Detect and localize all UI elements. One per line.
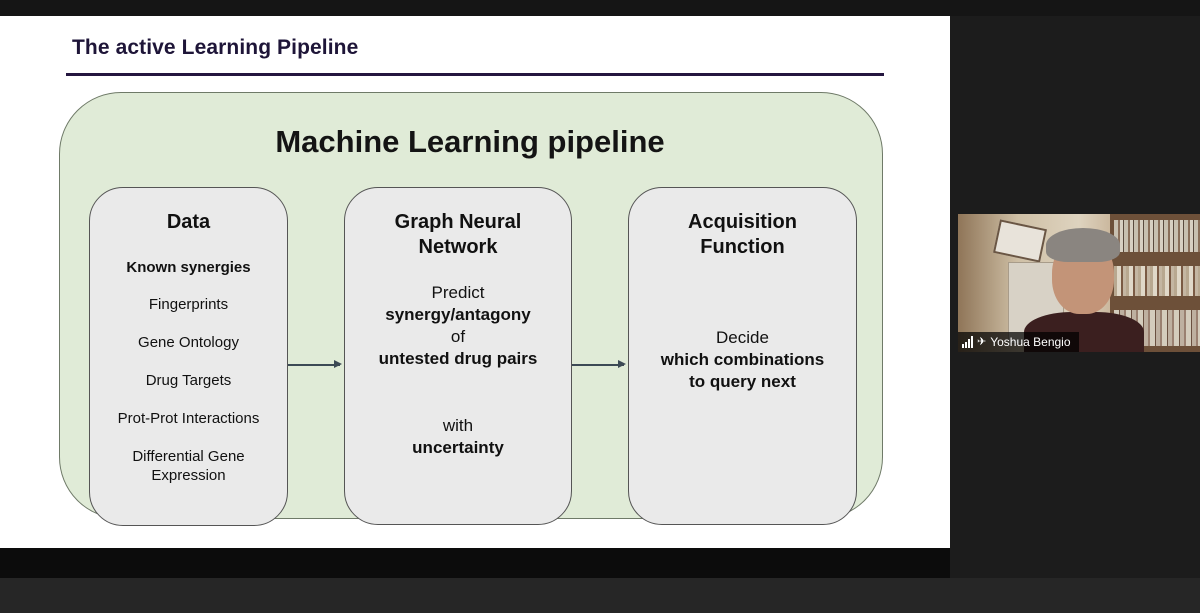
video-books-top: [1114, 220, 1200, 252]
data-item-gene-ontology: Gene Ontology: [138, 334, 239, 351]
gnn-line-with: with: [442, 416, 474, 435]
meeting-bottom-bar: [0, 578, 1200, 613]
stage-acquisition: Acquisition Function Decide which combin…: [628, 187, 857, 525]
stage-acq-heading-2: Function: [700, 236, 785, 258]
participant-name-plate: ✈ Yoshua Bengio: [958, 332, 1079, 352]
shared-slide: The active Learning Pipeline Machine Lea…: [0, 16, 950, 548]
pipeline-title: Machine Learning pipeline: [275, 124, 665, 159]
stage-acq-heading-1: Acquisition: [688, 211, 797, 233]
participant-name: Yoshua Bengio: [990, 335, 1071, 349]
acq-line-decide: Decide: [716, 328, 769, 347]
top-bar: [0, 0, 1200, 16]
arrow-data-to-gnn: [288, 361, 342, 367]
data-item-prot-prot: Prot-Prot Interactions: [117, 410, 260, 427]
stage-gnn-heading-2: Network: [418, 236, 498, 258]
video-person-hair: [1046, 228, 1120, 262]
gnn-line-of: of: [450, 327, 466, 346]
gnn-line-synergy: synergy/antagony: [385, 305, 531, 324]
video-books-middle: [1114, 266, 1200, 296]
data-item-fingerprints: Fingerprints: [148, 296, 229, 313]
data-item-differential-gene: Differential Gene: [132, 448, 245, 465]
participant-video-tile[interactable]: ✈ Yoshua Bengio: [958, 214, 1200, 352]
signal-icon: [962, 336, 973, 348]
stage-gnn: Graph Neural Network Predict synergy/ant…: [344, 187, 572, 525]
arrow-gnn-to-acquisition: [572, 361, 626, 367]
gnn-line-predict: Predict: [431, 283, 485, 302]
stage-data-heading: Data: [166, 211, 211, 233]
stage-data: Data Known synergies Fingerprints Gene O…: [89, 187, 288, 526]
acq-line-query: to query next: [689, 372, 796, 391]
data-item-expression: Expression: [151, 467, 226, 484]
data-item-known-synergies: Known synergies: [126, 259, 251, 276]
slide-bottom-strip: [0, 548, 950, 578]
acq-line-which: which combinations: [660, 350, 825, 369]
title-underline: [66, 73, 884, 76]
data-item-drug-targets: Drug Targets: [145, 372, 232, 389]
stage-gnn-heading-1: Graph Neural: [394, 211, 522, 233]
slide-title: The active Learning Pipeline: [72, 36, 359, 59]
gnn-line-uncertainty: uncertainty: [412, 438, 504, 457]
gnn-line-untested: untested drug pairs: [378, 349, 538, 368]
mic-icon: ✈: [977, 336, 987, 348]
